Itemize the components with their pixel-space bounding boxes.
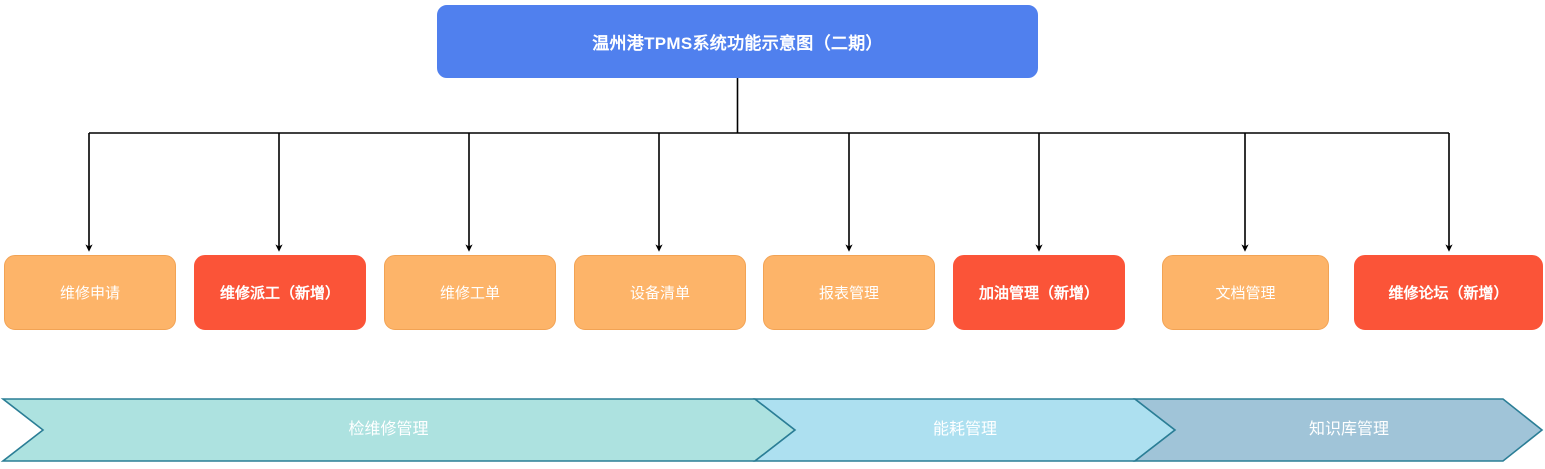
node-label: 维修申请 bbox=[59, 285, 120, 302]
node-wendang-guanli[interactable]: 文档管理 bbox=[1162, 255, 1329, 330]
node-label: 维修派工（新增） bbox=[219, 285, 340, 302]
banner-label-zhishiku: 知识库管理 bbox=[1308, 421, 1389, 438]
node-label: 加油管理（新增） bbox=[978, 285, 1099, 302]
category-banner-group bbox=[0, 398, 1544, 462]
diagram-title-node[interactable]: 温州港TPMS系统功能示意图（二期） bbox=[437, 5, 1038, 78]
node-label: 设备清单 bbox=[629, 285, 690, 302]
node-label: 维修工单 bbox=[439, 285, 500, 302]
node-shebei-qingdan[interactable]: 设备清单 bbox=[574, 255, 746, 330]
node-label: 报表管理 bbox=[818, 285, 879, 302]
node-label: 文档管理 bbox=[1215, 285, 1276, 302]
banner-label-nenghao: 能耗管理 bbox=[932, 421, 997, 438]
banner-label-jianweixiu: 检维修管理 bbox=[348, 421, 429, 438]
node-jiayou-guanli[interactable]: 加油管理（新增） bbox=[953, 255, 1125, 330]
node-baobiao-guanli[interactable]: 报表管理 bbox=[763, 255, 935, 330]
node-weixiu-paigong[interactable]: 维修派工（新增） bbox=[194, 255, 366, 330]
node-label: 维修论坛（新增） bbox=[1388, 285, 1509, 302]
node-weixiu-shenqing[interactable]: 维修申请 bbox=[4, 255, 176, 330]
banner-shape-zhishiku[interactable] bbox=[1132, 398, 1544, 462]
node-weixiu-luntan[interactable]: 维修论坛（新增） bbox=[1354, 255, 1543, 330]
page-title: 温州港TPMS系统功能示意图（二期） bbox=[592, 34, 883, 53]
node-weixiu-gongdan[interactable]: 维修工单 bbox=[384, 255, 556, 330]
